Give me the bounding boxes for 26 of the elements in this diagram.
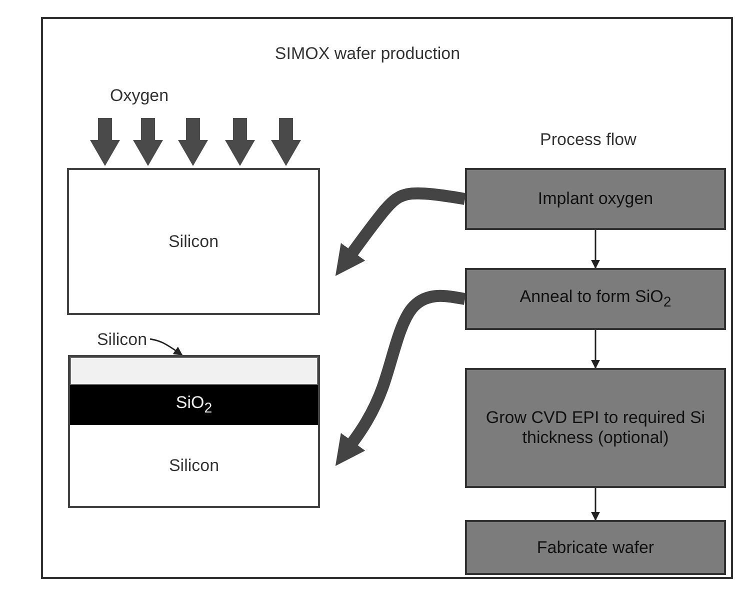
- process-box: [465, 368, 726, 488]
- layer-label: Silicon: [168, 456, 220, 476]
- wafer-block: [67, 168, 320, 315]
- oxide-layer: [70, 385, 318, 425]
- step-text: Fabricate wafer: [536, 538, 656, 558]
- arrow: [591, 330, 600, 369]
- step-text: Implant oxygen: [536, 189, 654, 209]
- arrow: [591, 488, 600, 521]
- process-box: [465, 520, 726, 575]
- wafer-block: [68, 355, 320, 508]
- layer-label: Silicon: [167, 232, 220, 252]
- step-text: Anneal to form SiO$_{2}$: [518, 287, 672, 311]
- step-text: Grow CVD EPI to required Si thickness (optional): [484, 408, 706, 448]
- leader-line: [150, 338, 183, 356]
- section-heading: Process flow: [540, 130, 636, 150]
- process-box: [465, 268, 726, 330]
- silicon-layer: [70, 425, 318, 506]
- layer-label: SiO$_{2}$: [174, 393, 214, 417]
- diagram-title: SIMOX wafer production: [274, 44, 462, 64]
- arrow: [335, 290, 466, 466]
- direction-label: Oxygen: [110, 86, 169, 106]
- silicon-layer: [70, 357, 318, 385]
- process-box: [465, 168, 726, 230]
- arrow: [591, 230, 600, 269]
- arrow: [335, 187, 466, 276]
- callout-label: Silicon: [96, 330, 148, 350]
